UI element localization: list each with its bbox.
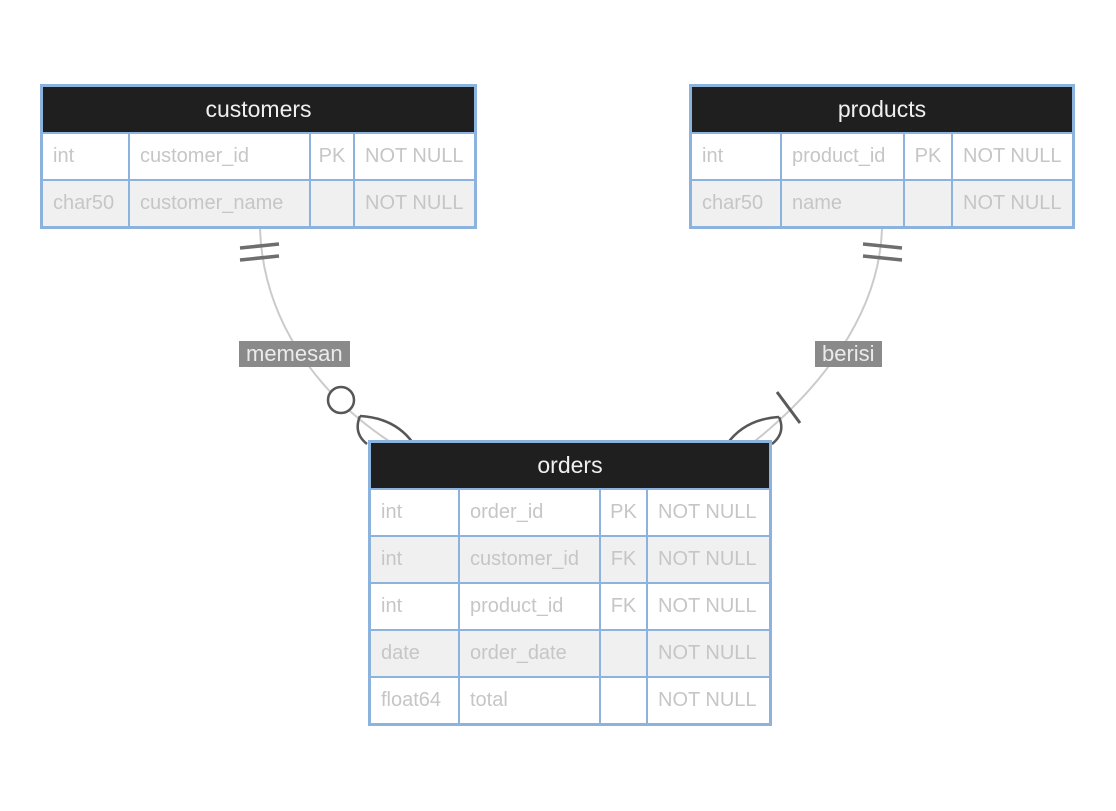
orders-row4-name: total — [460, 678, 599, 723]
orders-row1-null: NOT NULL — [648, 537, 769, 582]
orders-row0-type: int — [371, 490, 458, 535]
orders-row1-type: int — [371, 537, 458, 582]
customers-row0-key: PK — [311, 134, 353, 179]
orders-row2-name: product_id — [460, 584, 599, 629]
exactly-one-marker-products — [862, 242, 903, 262]
crow-foot-many-marker-orders-left — [356, 414, 415, 445]
orders-row1-name: customer_id — [460, 537, 599, 582]
customers-row0-type: int — [43, 134, 128, 179]
table-title-customers: customers — [43, 87, 474, 132]
products-row0-key: PK — [905, 134, 951, 179]
orders-row0-name: order_id — [460, 490, 599, 535]
one-cardinality-tick — [775, 391, 802, 424]
products-row0-type: int — [692, 134, 780, 179]
orders-row2-key: FK — [601, 584, 646, 629]
relationship-label-memesan[interactable]: memesan — [239, 341, 350, 367]
customers-row1-type: char50 — [43, 181, 128, 226]
products-row1-key — [905, 181, 951, 226]
orders-row3-key — [601, 631, 646, 676]
customers-row1-null: NOT NULL — [355, 181, 474, 226]
customers-row1-key — [311, 181, 353, 226]
relationship-line-berisi — [749, 228, 883, 446]
orders-row0-key: PK — [601, 490, 646, 535]
products-row0-name: product_id — [782, 134, 903, 179]
products-row1-type: char50 — [692, 181, 780, 226]
relationship-memesan[interactable] — [239, 228, 415, 446]
relationship-line-memesan — [259, 228, 396, 446]
orders-row3-type: date — [371, 631, 458, 676]
orders-row2-null: NOT NULL — [648, 584, 769, 629]
relationship-berisi[interactable] — [725, 228, 903, 446]
exactly-one-marker-customers — [239, 242, 280, 262]
orders-row2-type: int — [371, 584, 458, 629]
products-row0-null: NOT NULL — [953, 134, 1072, 179]
orders-row4-key — [601, 678, 646, 723]
customers-row0-null: NOT NULL — [355, 134, 474, 179]
orders-row3-null: NOT NULL — [648, 631, 769, 676]
orders-row4-type: float64 — [371, 678, 458, 723]
products-row1-name: name — [782, 181, 903, 226]
table-title-orders: orders — [371, 443, 769, 488]
products-row1-null: NOT NULL — [953, 181, 1072, 226]
zero-cardinality-circle — [326, 385, 356, 415]
orders-row1-key: FK — [601, 537, 646, 582]
table-title-products: products — [692, 87, 1072, 132]
relationship-label-berisi[interactable]: berisi — [815, 341, 882, 367]
orders-row4-null: NOT NULL — [648, 678, 769, 723]
orders-row3-name: order_date — [460, 631, 599, 676]
orders-row0-null: NOT NULL — [648, 490, 769, 535]
customers-row1-name: customer_name — [130, 181, 309, 226]
customers-row0-name: customer_id — [130, 134, 309, 179]
